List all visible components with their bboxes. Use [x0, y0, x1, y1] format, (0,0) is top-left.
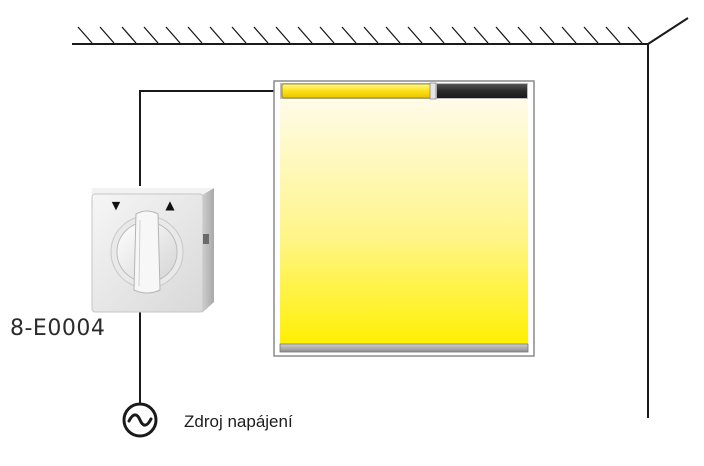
- wall-line: [647, 17, 689, 418]
- switch-mount-clip: [203, 234, 209, 244]
- switch-side: [202, 188, 214, 313]
- wiring: [139, 90, 282, 404]
- switch-down-arrow: ▼: [112, 199, 121, 212]
- power-source-label: Zdroj napájení: [184, 412, 293, 431]
- blind-bottom-bar: [279, 343, 529, 353]
- ac-power-symbol-icon: [122, 402, 158, 438]
- ceiling: [72, 26, 648, 45]
- rotary-switch-icon: ▼ ▲: [91, 188, 214, 313]
- product-code-label: 8-E0004: [10, 316, 106, 341]
- roller-tube-dark: [437, 84, 527, 98]
- ceiling-hatch: [77, 26, 643, 44]
- blind-fabric: [280, 100, 528, 346]
- switch-up-arrow: ▲: [165, 198, 175, 212]
- motor-wire: [139, 90, 282, 186]
- switch-knob-grip: [133, 210, 161, 294]
- roller-motor-end: [429, 82, 437, 100]
- roller-tube-yellow: [281, 83, 433, 99]
- blind-window-icon: [273, 80, 535, 357]
